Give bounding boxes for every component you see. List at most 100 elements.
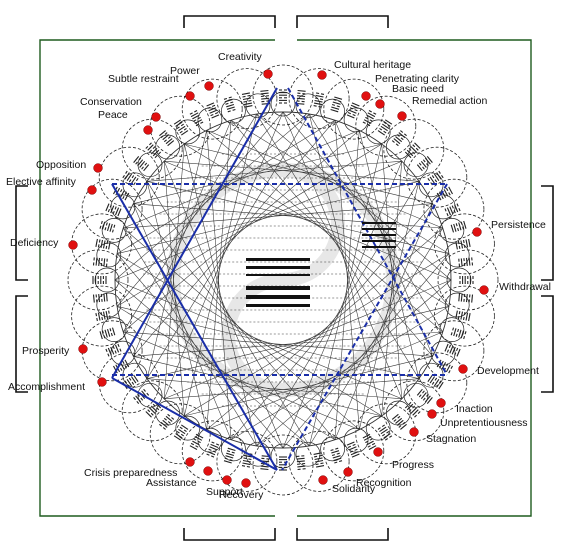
hexagram-line [195,433,204,439]
hexagram-line [102,311,106,320]
hexagram-line [424,395,431,403]
hexagram-line [445,364,451,373]
hexagram-line [95,238,98,248]
hexagram-line [140,397,144,401]
outer-loop [181,78,243,140]
hexagram-line [114,350,117,354]
hexagram-line [98,257,101,266]
hexagram-line [114,206,117,210]
hexagram-line [438,381,444,390]
hexagram-line [403,133,407,137]
hexagram-line [410,146,417,153]
edge-loop [155,134,181,160]
hexagram-line [351,102,360,107]
hexagram-line [468,257,471,266]
hexagram-line [313,105,317,107]
hexagram-line [336,105,340,108]
hexagram-line [189,112,193,115]
hexagram-line [208,448,212,451]
hexagram-line [446,207,452,216]
node-crisis-preparedness [185,457,195,467]
chord [146,113,310,379]
chord [206,130,232,440]
hexagram-line [113,365,118,374]
chord [164,160,452,281]
hexagram-line [102,240,106,249]
center-line-2 [246,266,310,269]
hexagram-line [354,109,358,112]
hexagram-line [436,384,439,388]
hexagram-line [438,170,441,174]
hexagram-line [468,238,471,248]
hexagram-line [126,173,133,182]
edge-loop [245,441,271,467]
hexagram-line [243,457,247,460]
hexagram-line [180,130,189,136]
hexagram-line [463,220,467,229]
hexagram-line [146,392,150,396]
hexagram-line [386,430,390,434]
chord [206,130,443,229]
hexagram-line [242,95,246,98]
hexagram-line [223,97,228,100]
node-subtle-restraint [185,91,195,101]
hexagram-line [122,195,125,200]
hexagram-line [454,204,459,213]
label-accomplishment: Accomplishment [8,381,85,393]
label-withdrawal: Withdrawal [499,281,551,293]
chord [184,253,450,417]
chord [117,181,419,254]
edge-loop [295,93,321,119]
hexagram-line [162,427,166,430]
hexagram-line [331,450,340,454]
chord [206,120,232,430]
hexagram-line [149,407,156,414]
hexagram-line [441,174,444,179]
gate-bottom-right [296,528,389,541]
node-unpretentiousness [427,409,437,419]
node-development [458,364,468,374]
node-penetrating-clarity [361,91,371,101]
hexagram-line [431,175,435,179]
label-deficiency: Deficiency [10,237,59,249]
hexagram-line [365,116,369,120]
hexagram-line [229,459,233,462]
hexagram-line [180,123,185,127]
hexagram-line [241,92,251,95]
hexagram-line [446,212,449,217]
hexagram-line [333,457,342,462]
outer-loop [81,178,143,240]
hexagram-line [367,123,371,127]
edge-loop [122,362,148,388]
hexagram-line [260,465,269,468]
hexagram-line [159,130,166,137]
hexagram-line [163,417,167,421]
gate-left-lower [15,295,28,393]
hexagram-line [128,377,132,381]
hexagram-line [120,189,123,193]
edge-loop [270,443,296,469]
chord [309,114,382,416]
hexagram-line [110,205,115,214]
hexagram-line [450,332,453,336]
hexagram-line [179,130,183,134]
hexagram-line [436,192,442,201]
hexagram-line [427,177,431,182]
outer-loop [433,213,495,275]
hexagram-line [380,428,388,435]
hexagram-line [114,344,120,353]
hexagram-line [338,100,342,103]
outer-loop [406,146,468,208]
node-peace [143,125,153,135]
hexagram-line [400,423,407,430]
hexagram-line [433,173,440,182]
gate-bottom-left [183,528,276,541]
label-development: Development [477,365,539,377]
hexagram-line [195,123,199,127]
chord [256,113,452,281]
edge-loop [365,119,391,145]
hexagram-line [107,347,112,356]
hexagram-line [109,315,111,319]
center-line-3 [246,274,310,276]
